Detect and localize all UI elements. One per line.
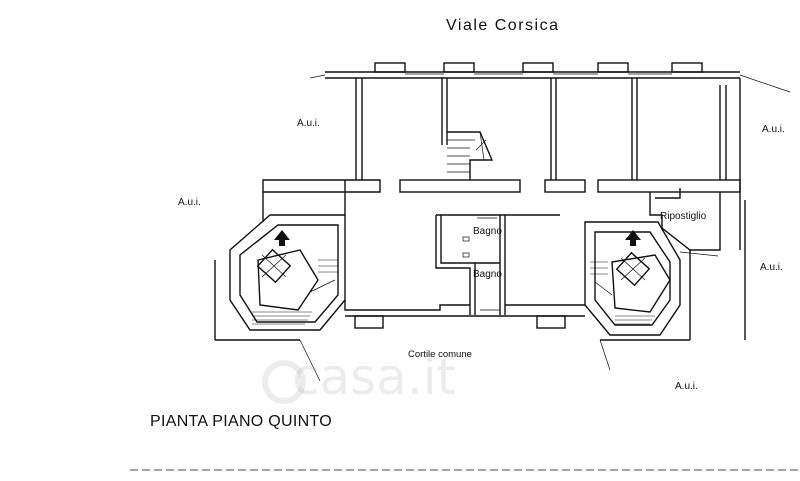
room-label-storage: Ripostiglio	[660, 211, 707, 222]
left-boundary-wall	[262, 180, 346, 222]
street-label: Viale Corsica	[446, 17, 560, 34]
adjacent-unit-label-bottom-right: A.u.i.	[675, 381, 698, 392]
room-label-bathroom-1: Bagno	[473, 226, 502, 237]
internal-staircase	[447, 131, 494, 180]
courtyard-facade-wall	[344, 300, 585, 329]
upper-room-walls	[355, 78, 741, 250]
facade-windows	[405, 71, 672, 75]
facade-balconies	[374, 62, 703, 73]
room-label-bathroom-2: Bagno	[473, 269, 502, 280]
right-entry-arrow	[625, 230, 641, 246]
bathrooms-walls	[435, 214, 560, 315]
street-facade-wall	[309, 71, 791, 93]
left-stair-core	[214, 214, 346, 382]
adjacent-unit-label-right: A.u.i.	[760, 262, 783, 273]
watermark: casa.it	[292, 348, 457, 406]
plan-title: PIANTA PIANO QUINTO	[150, 413, 333, 430]
courtyard-label: Cortile comune	[408, 349, 472, 360]
watermark-logo-icon	[262, 360, 306, 404]
adjacent-unit-label-top-left: A.u.i.	[297, 118, 320, 129]
adjacent-unit-label-left: A.u.i.	[178, 197, 201, 208]
right-stair-core	[584, 221, 691, 371]
storage-room-walls	[649, 188, 721, 257]
corridor-top-wall	[262, 179, 741, 215]
adjacent-unit-label-top-right: A.u.i.	[762, 124, 785, 135]
left-entry-arrow	[274, 230, 290, 246]
